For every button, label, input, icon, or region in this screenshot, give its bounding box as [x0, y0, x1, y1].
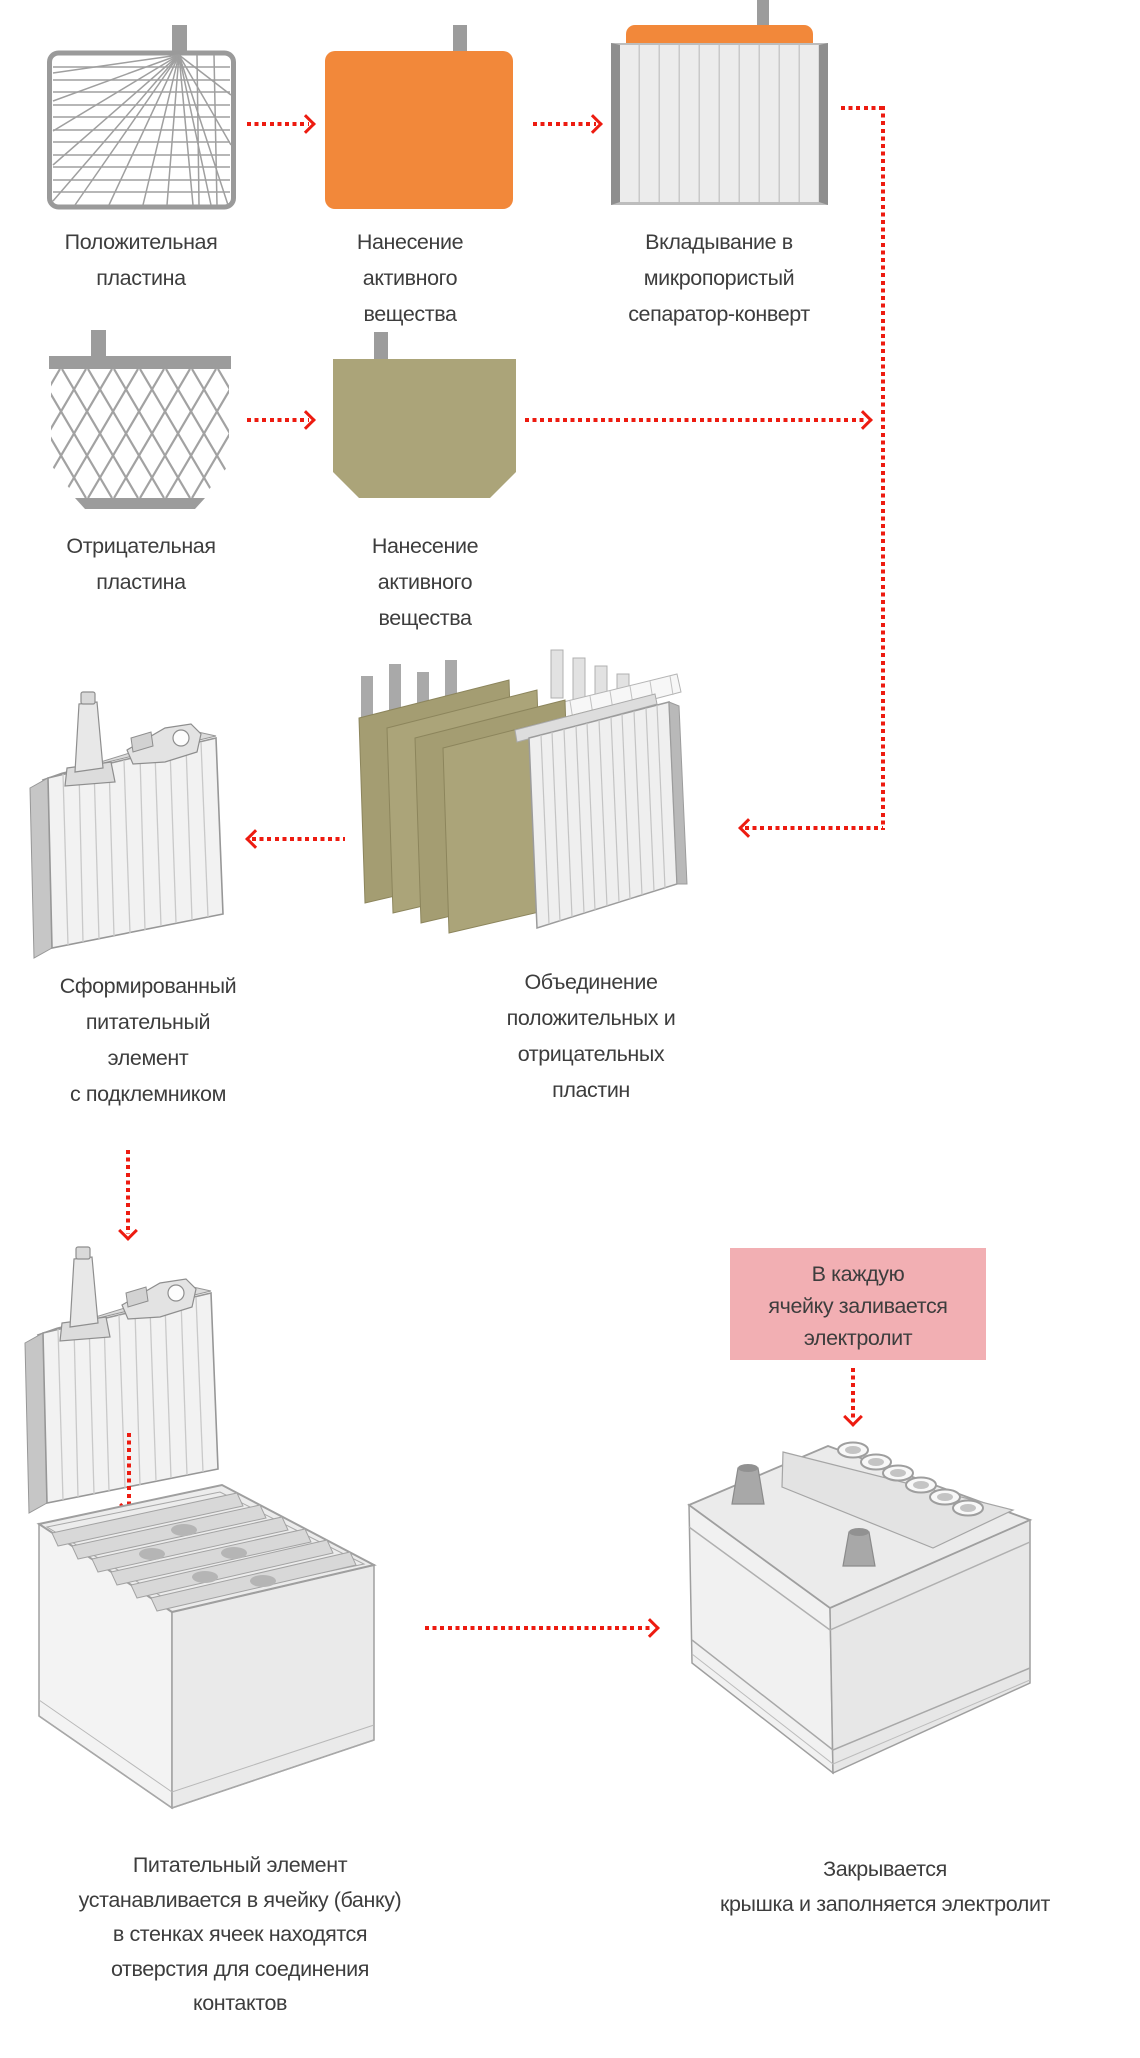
arrow-element-down — [118, 1150, 138, 1241]
label-close-lid: Закрывается крышка и заполняется электро… — [719, 1857, 1050, 1916]
label-combine-plates: Объединение положительных и отрицательны… — [506, 970, 676, 1102]
label-positive-plate: Положительная пластина — [64, 230, 218, 290]
plate-stack-icon — [358, 649, 688, 934]
arrow-paste-to-junction — [525, 410, 873, 430]
arrow-junction-to-stack — [738, 818, 883, 838]
arrow-callout-to-battery — [843, 1368, 863, 1427]
connector-right-vertical — [881, 106, 885, 830]
pasted-negative-plate-icon — [333, 332, 516, 498]
arrow-negative-to-paste — [247, 410, 316, 430]
arrow-element-into-container — [119, 1433, 139, 1515]
arrowhead-right-icon — [853, 410, 873, 430]
closed-battery-icon — [687, 1441, 1033, 1775]
arrowhead-right-icon — [640, 1618, 660, 1638]
separator-envelope-icon — [611, 0, 828, 205]
arrowhead-right-icon — [296, 114, 316, 134]
arrow-stack-to-element — [245, 829, 345, 849]
arrowhead-down-icon — [118, 1221, 138, 1241]
positive-grid-plate-icon — [47, 25, 236, 210]
electrolyte-callout: В каждую ячейку заливается электролит — [730, 1248, 986, 1360]
label-formed-element: Сформированный питательный элемент с под… — [59, 974, 237, 1106]
arrowhead-right-icon — [583, 114, 603, 134]
arrowhead-left-icon — [738, 818, 758, 838]
label-apply-active-negative: Нанесение активного вещества — [371, 534, 479, 630]
pasted-positive-plate-icon — [325, 25, 515, 210]
negative-grid-plate-icon — [49, 330, 231, 509]
arrow-container-to-battery — [425, 1618, 660, 1638]
formed-cell-element-icon — [24, 1246, 219, 1514]
label-apply-active-positive: Нанесение активного вещества — [356, 230, 464, 326]
arrowhead-right-icon — [296, 410, 316, 430]
arrow-paste-to-envelope — [533, 114, 603, 134]
battery-container-icon — [36, 1483, 377, 1810]
arrow-positive-to-paste — [247, 114, 316, 134]
label-envelope: Вкладывание в микропористый сепаратор-ко… — [628, 230, 810, 326]
formed-cell-element-icon — [29, 691, 224, 959]
arrowhead-down-icon — [843, 1407, 863, 1427]
arrowhead-left-icon — [245, 829, 265, 849]
label-negative-plate: Отрицательная пластина — [66, 534, 216, 594]
connector-envelope-right — [841, 106, 885, 110]
label-insert-element: Питательный элемент устанавливается в яч… — [78, 1853, 402, 2015]
